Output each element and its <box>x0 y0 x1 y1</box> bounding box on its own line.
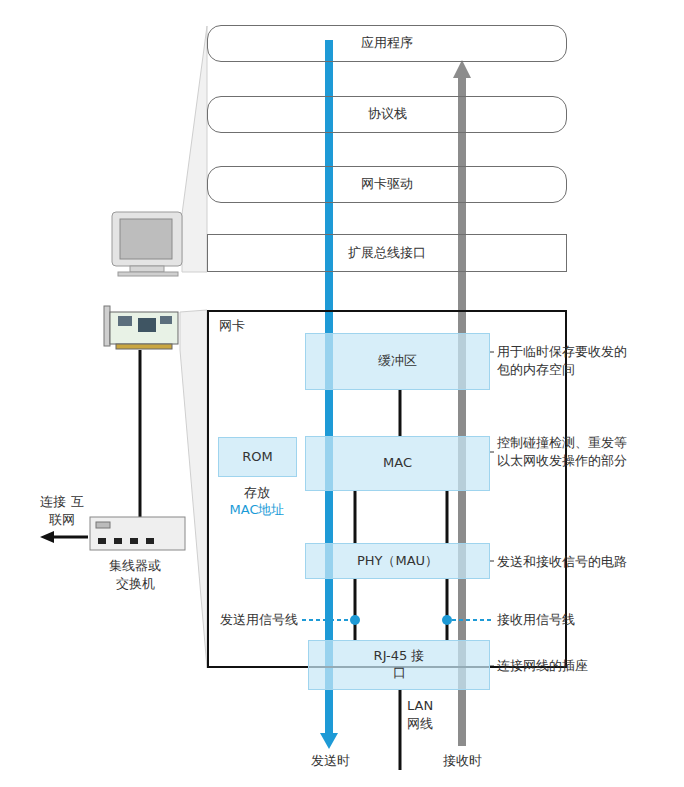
signal-line <box>354 579 357 640</box>
zoom-shade <box>180 310 207 668</box>
monitor-screen <box>120 219 172 259</box>
interface-box: 扩展总线接口 <box>207 234 567 272</box>
note-label: 控制碰撞检测、重发等 以太网收发操作的部分 <box>497 434 633 469</box>
signal-line <box>399 390 402 436</box>
layer-box: 应用程序 <box>207 25 567 62</box>
hub-body <box>90 517 185 550</box>
box-label: 网卡驱动 <box>361 176 413 193</box>
note-label: 发送用信号线 <box>220 611 298 629</box>
hub-port <box>114 538 122 544</box>
leader-line <box>452 619 493 621</box>
box-label: 协议栈 <box>368 106 407 123</box>
leader-line <box>302 619 350 621</box>
signal-line <box>446 491 449 543</box>
signal-line <box>354 491 357 543</box>
note-label: MAC地址 <box>230 501 285 519</box>
note-label: LAN 网线 <box>407 697 443 732</box>
box-label: 缓冲区 <box>378 353 417 370</box>
internet-arrow <box>52 536 88 539</box>
leader-line <box>490 561 494 562</box>
box-label: 扩展总线接口 <box>348 245 426 262</box>
monitor-bezel <box>112 212 182 266</box>
send-arrow-head <box>320 733 338 749</box>
note-label: 集线器或 交换机 <box>106 557 164 592</box>
hub-led <box>96 522 110 528</box>
component-box: RJ-45 接口 <box>308 640 490 690</box>
leader-line <box>490 452 494 453</box>
monitor-stand <box>130 266 164 272</box>
card-board <box>110 312 178 344</box>
card-chip <box>160 316 172 324</box>
card-chip <box>138 318 156 332</box>
note-label: 发送和接收信号的电路 <box>497 553 627 571</box>
component-box: 缓冲区 <box>305 333 490 390</box>
hub-port <box>98 538 106 544</box>
internet-arrow-head <box>40 531 54 543</box>
note-label: 用于临时保存要收发的 包的内存空间 <box>497 343 633 378</box>
receive-arrow-head <box>453 60 471 78</box>
box-label: MAC <box>383 455 412 472</box>
leader-line <box>490 352 494 353</box>
hub-port <box>146 538 154 544</box>
note-label: 存放 <box>244 484 270 502</box>
zoom-shade <box>182 26 207 272</box>
box-label: RJ-45 接口 <box>372 648 427 682</box>
box-label: 应用程序 <box>361 35 413 52</box>
nic-card-icon <box>104 306 178 349</box>
monitor-base <box>118 272 178 276</box>
note-label: 接收时 <box>443 752 482 770</box>
box-label: ROM <box>242 449 272 466</box>
component-box: MAC <box>305 436 490 491</box>
layer-box: 协议栈 <box>207 96 567 133</box>
note-label: 连接 互联网 <box>40 493 84 528</box>
signal-line <box>446 579 449 640</box>
computer-icon <box>112 212 182 276</box>
note-label: 发送时 <box>311 752 350 770</box>
card-chip <box>118 316 132 326</box>
lan-cable <box>399 690 402 770</box>
signal-dot <box>350 615 360 625</box>
signal-dot <box>442 615 452 625</box>
note-label: 连接网线的插座 <box>497 657 588 675</box>
note-label: 接收用信号线 <box>497 611 575 629</box>
hub-icon <box>90 517 185 550</box>
card-bracket <box>104 306 110 346</box>
hub-port <box>130 538 138 544</box>
card-edge-connector <box>116 344 172 349</box>
box-label: PHY（MAU） <box>357 553 438 570</box>
component-box: ROM <box>218 437 297 477</box>
layer-box: 网卡驱动 <box>207 166 567 203</box>
component-box: PHY（MAU） <box>305 543 490 579</box>
lan-cable <box>139 350 142 517</box>
